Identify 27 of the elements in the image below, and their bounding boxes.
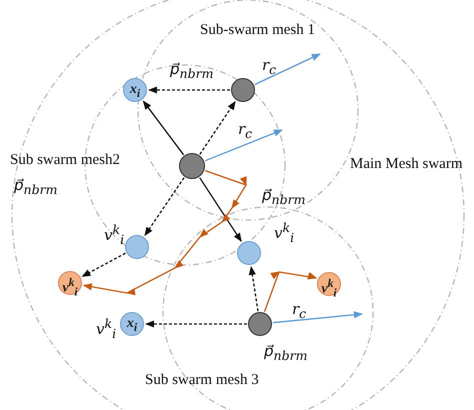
arrow — [82, 252, 126, 277]
particle-circle — [125, 235, 149, 259]
arrow — [248, 266, 259, 312]
particle-circle — [231, 78, 255, 102]
region-label: Sub-swarm mesh 1 — [200, 22, 315, 39]
region-label: Sub swarm mesh 3 — [145, 372, 259, 389]
particle-circle — [179, 153, 205, 179]
particle-circle — [248, 312, 272, 336]
arrow — [272, 311, 363, 324]
particle-circle: x$_{i}$ — [120, 312, 144, 336]
arrow — [204, 129, 283, 162]
arrow — [83, 170, 247, 296]
region-label: Sub swarm mesh2 — [10, 152, 120, 169]
edge-label: r$_{c}$ — [262, 56, 276, 77]
arrow — [144, 177, 185, 236]
particle-circle: x$_{i}$ — [123, 78, 147, 102]
arrow — [199, 100, 236, 155]
particle-circle — [237, 241, 261, 265]
edge-label: r$_{c}$ — [238, 120, 252, 141]
arrow — [148, 86, 230, 94]
edge-label: r$_{c}$ — [292, 300, 306, 321]
arrow — [142, 100, 184, 156]
arrow — [199, 177, 242, 242]
arrow — [264, 271, 317, 312]
region-label: Main Mesh swarm — [350, 156, 462, 173]
arrow — [254, 53, 321, 86]
arrow — [145, 320, 247, 328]
